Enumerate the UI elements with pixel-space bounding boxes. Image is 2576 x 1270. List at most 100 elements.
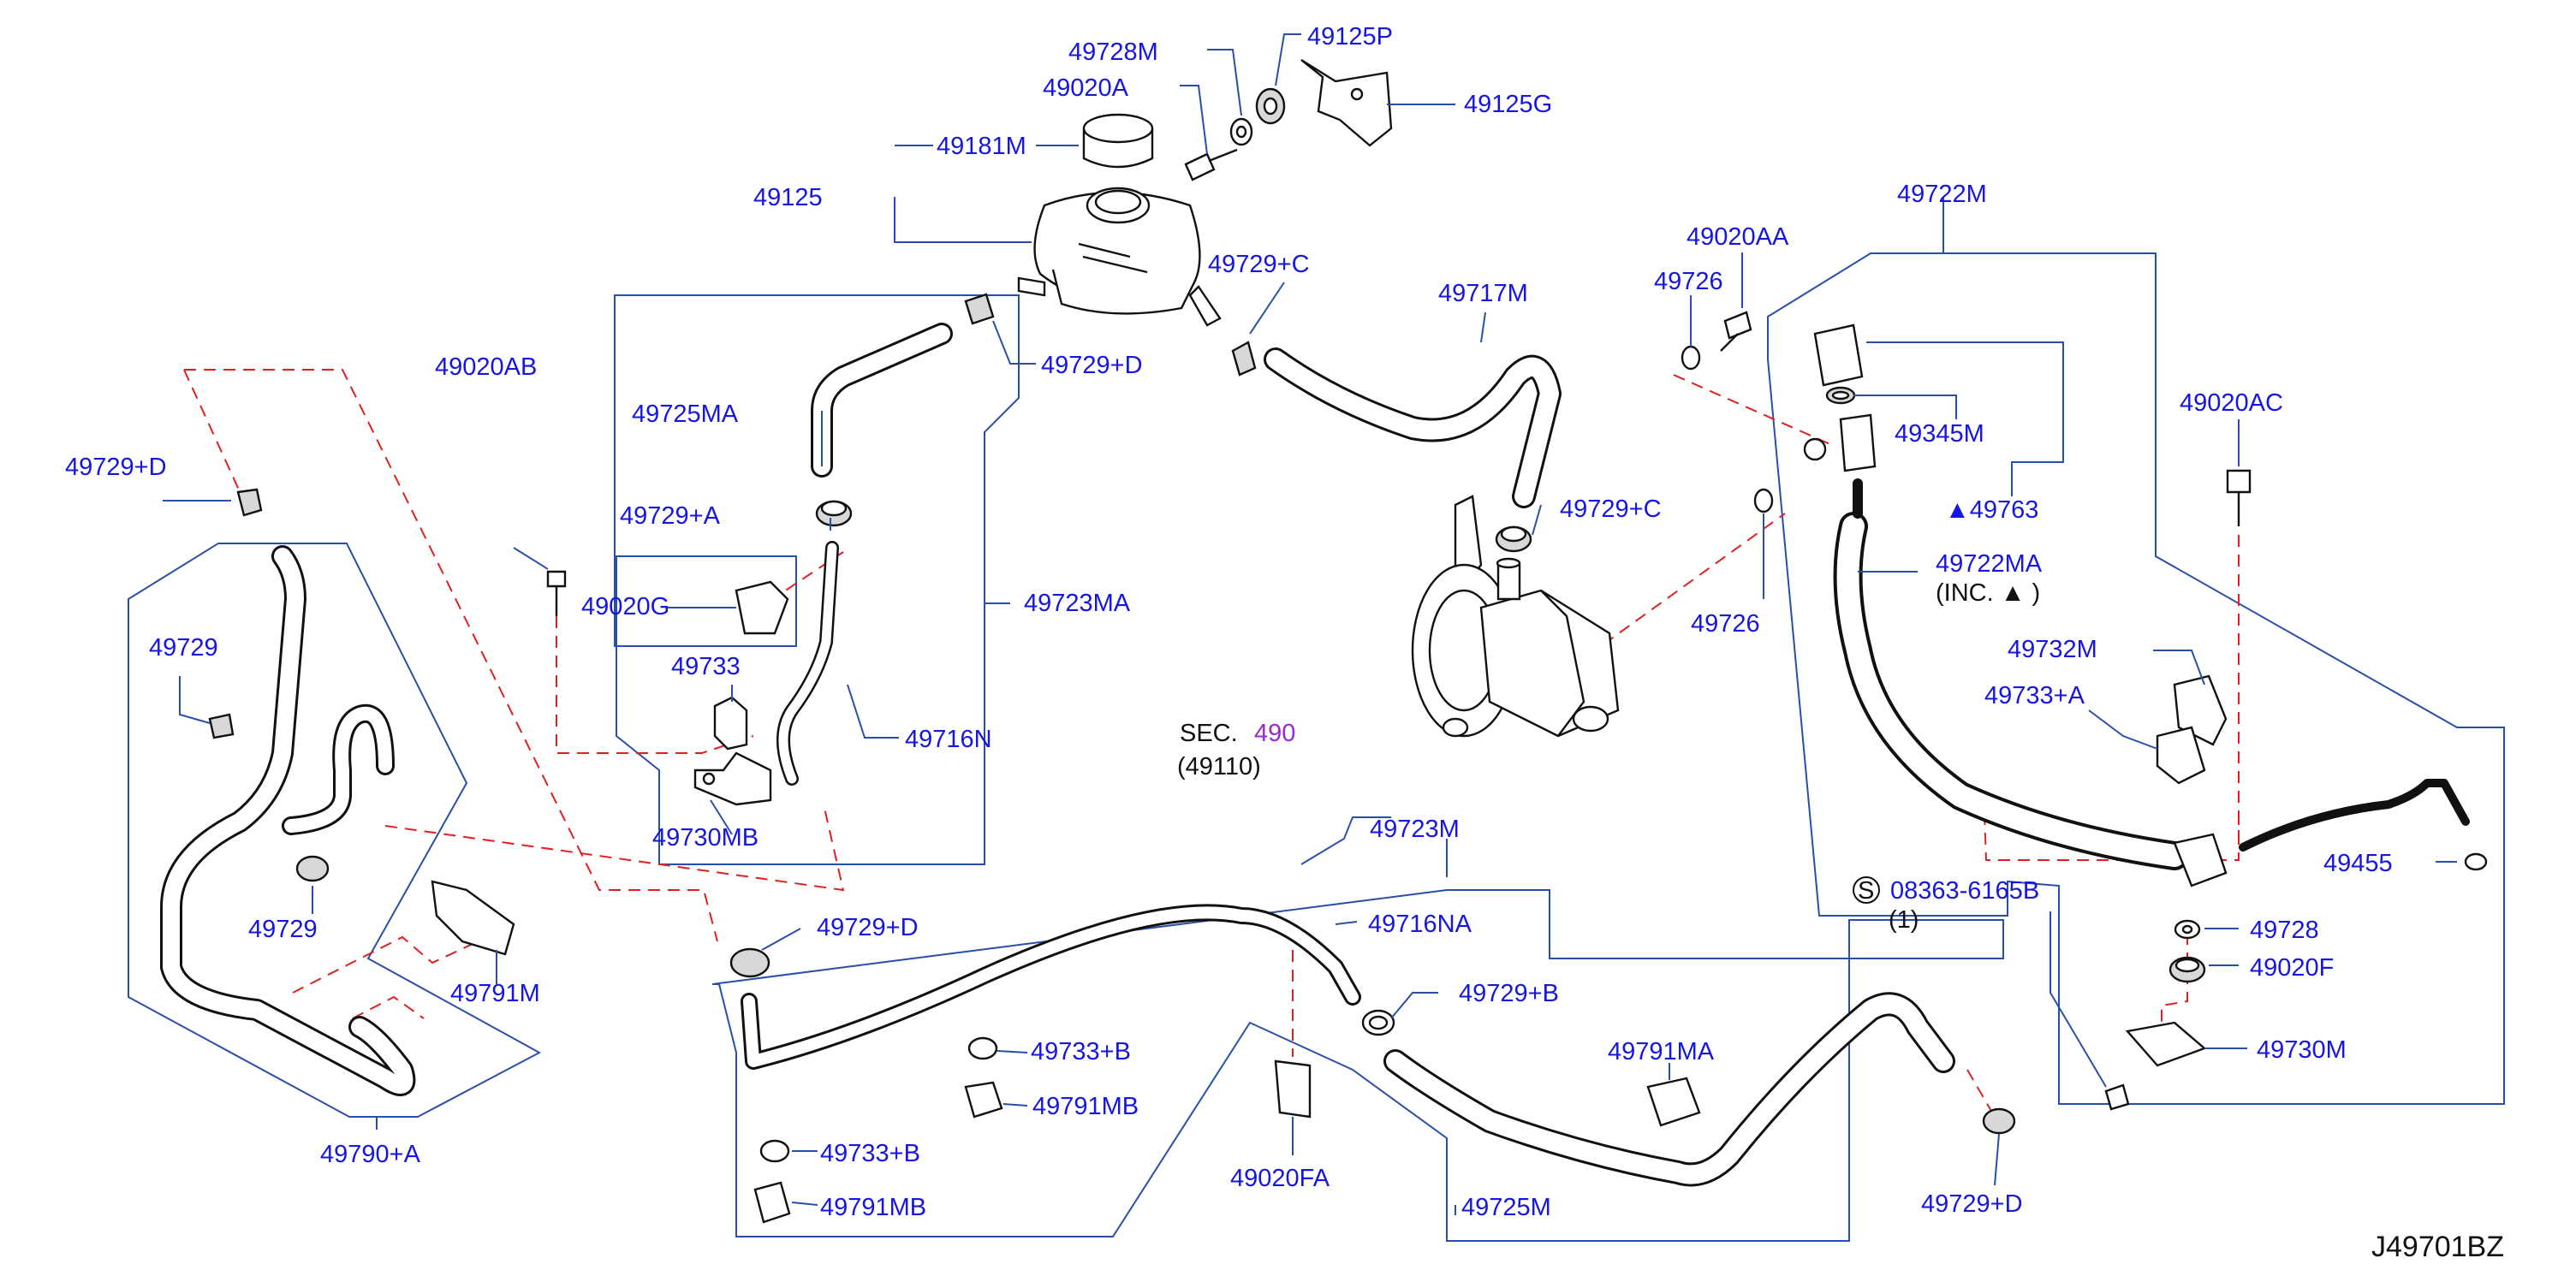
callout-49733A[interactable]: 49733+A (1984, 682, 2085, 709)
leader-line (992, 320, 1036, 365)
callout-49729C-top[interactable]: 49729+C (1208, 251, 1310, 278)
callout-49725M[interactable]: 49725M (1461, 1194, 1551, 1221)
callout-49790A[interactable]: 49790+A (320, 1141, 421, 1168)
grommet-49125P (1255, 87, 1286, 125)
callout-49125[interactable]: 49125 (753, 184, 823, 211)
grommet-49020F (2168, 956, 2206, 983)
leader-line (1853, 395, 1957, 419)
callout-49791M[interactable]: 49791M (450, 980, 540, 1007)
callout-49722M[interactable]: 49722M (1897, 181, 1987, 208)
callout-49729D-bottom[interactable]: 49729+D (1921, 1190, 2023, 1218)
leader-line (2153, 650, 2205, 685)
group-boundary-49722M (1767, 252, 2505, 1105)
callout-screw-qty: (1) (1889, 906, 1919, 934)
callout-49729-a[interactable]: 49729 (149, 634, 218, 662)
bracket-49020FA (1274, 1059, 1312, 1119)
callout-49791MA[interactable]: 49791MA (1608, 1038, 1715, 1065)
callout-49020AA[interactable]: 49020AA (1687, 223, 1789, 251)
group-boundary-49723MA (614, 294, 1020, 865)
callout-49729D-mid[interactable]: 49729+D (817, 914, 919, 941)
callout-49722MA[interactable]: 49722MA (1936, 550, 2043, 578)
callout-49729B[interactable]: 49729+B (1459, 980, 1559, 1007)
bracket-49733A (2156, 726, 2206, 785)
callout-49730M[interactable]: 49730M (2257, 1036, 2347, 1064)
assembly-line (183, 369, 247, 507)
washer-49728M (1229, 117, 1253, 146)
clamp-49729A (815, 500, 853, 527)
hose-49790A (160, 545, 416, 1096)
group-boundary-49790A (128, 543, 542, 1118)
callout-49125G[interactable]: 49125G (1464, 91, 1552, 118)
callout-49729A[interactable]: 49729+A (620, 502, 721, 530)
callout-49345M[interactable]: 49345M (1895, 420, 1984, 448)
clamp-49729D-left (236, 488, 263, 517)
leader-line (996, 1050, 1028, 1053)
callout-49020AC[interactable]: 49020AC (2180, 389, 2283, 417)
callout-49729D-left[interactable]: 49729+D (65, 454, 167, 481)
callout-49733B-a[interactable]: 49733+B (1031, 1038, 1131, 1065)
leader-line (1480, 312, 1486, 343)
callout-08363-6165B[interactable]: 08363-6165B (1890, 877, 2039, 905)
callout-49726-mid[interactable]: 49726 (1691, 610, 1760, 638)
callout-49730MB[interactable]: 49730MB (652, 824, 759, 852)
callout-49125P[interactable]: 49125P (1307, 23, 1393, 50)
leader-line (1275, 33, 1301, 86)
callout-49717M[interactable]: 49717M (1438, 280, 1528, 307)
callout-sec-490[interactable]: 490 (1254, 720, 1295, 747)
callout-49020A[interactable]: 49020A (1043, 74, 1129, 102)
bolt-49020AB (546, 570, 567, 616)
o-ring-49345M (1825, 386, 1856, 405)
callout-49728[interactable]: 49728 (2250, 917, 2319, 944)
banjo-fitting (1803, 413, 1877, 472)
hose-end-fitting (2173, 833, 2228, 887)
leader-line (1994, 1133, 2000, 1186)
callout-sec-sub: (49110) (1177, 753, 1261, 780)
callout-49791MB-a[interactable]: 49791MB (1032, 1093, 1139, 1120)
fitting-49763 (1813, 323, 1864, 387)
assembly-line (1673, 374, 1833, 446)
washer-49726-mid (1753, 488, 1774, 513)
leader-line (1180, 85, 1208, 155)
callout-49732M[interactable]: 49732M (2008, 636, 2097, 663)
callout-49763[interactable]: ▲49763 (1945, 496, 2038, 524)
callout-49020AB[interactable]: 49020AB (435, 353, 537, 381)
callout-49791MB-b[interactable]: 49791MB (820, 1194, 926, 1221)
washer-49728 (2174, 919, 2201, 940)
callout-49455[interactable]: 49455 (2323, 850, 2393, 877)
callout-49020G[interactable]: 49020G (581, 593, 669, 620)
clamp-49729-b (295, 855, 330, 882)
callout-49020F[interactable]: 49020F (2250, 954, 2334, 982)
bracket-49730M (2125, 1021, 2207, 1067)
assembly-line (556, 616, 754, 754)
bolt-49020AC (2226, 469, 2252, 526)
callout-49729C-pump[interactable]: 49729+C (1560, 496, 1662, 523)
callout-49733[interactable]: 49733 (671, 653, 741, 680)
callout-49726-top[interactable]: 49726 (1654, 268, 1723, 295)
assembly-line (2161, 933, 2188, 1048)
callout-49716NA[interactable]: 49716NA (1368, 911, 1472, 938)
callout-49728M[interactable]: 49728M (1068, 39, 1158, 66)
leader-line (710, 799, 733, 835)
callout-49716N[interactable]: 49716N (905, 726, 992, 753)
hose-49725MA (811, 323, 953, 478)
callout-49181M[interactable]: 49181M (937, 133, 1026, 160)
leader-line (1390, 992, 1438, 1019)
leader-line (894, 197, 1032, 243)
inc-note: (INC. ▲ ) (1936, 579, 2040, 607)
clip-49020G (735, 580, 789, 635)
callout-49725MA[interactable]: 49725MA (632, 401, 739, 428)
callout-49723M[interactable]: 49723M (1370, 816, 1460, 843)
leader-line (1866, 341, 2064, 496)
group-boundary-49723M (711, 889, 2004, 1242)
callout-49733B-b[interactable]: 49733+B (820, 1140, 920, 1167)
screw-symbol-letter: S (1858, 877, 1874, 905)
leader-line (1532, 504, 1542, 536)
callout-49020FA[interactable]: 49020FA (1230, 1165, 1330, 1192)
leader-line (2088, 709, 2158, 750)
callout-49729-b[interactable]: 49729 (248, 916, 318, 943)
callout-49723MA[interactable]: 49723MA (1024, 590, 1131, 617)
pipe-49716NA (741, 904, 1361, 1070)
callout-49729D-reservoir[interactable]: 49729+D (1041, 352, 1143, 379)
bracket-49730MB (693, 751, 772, 806)
